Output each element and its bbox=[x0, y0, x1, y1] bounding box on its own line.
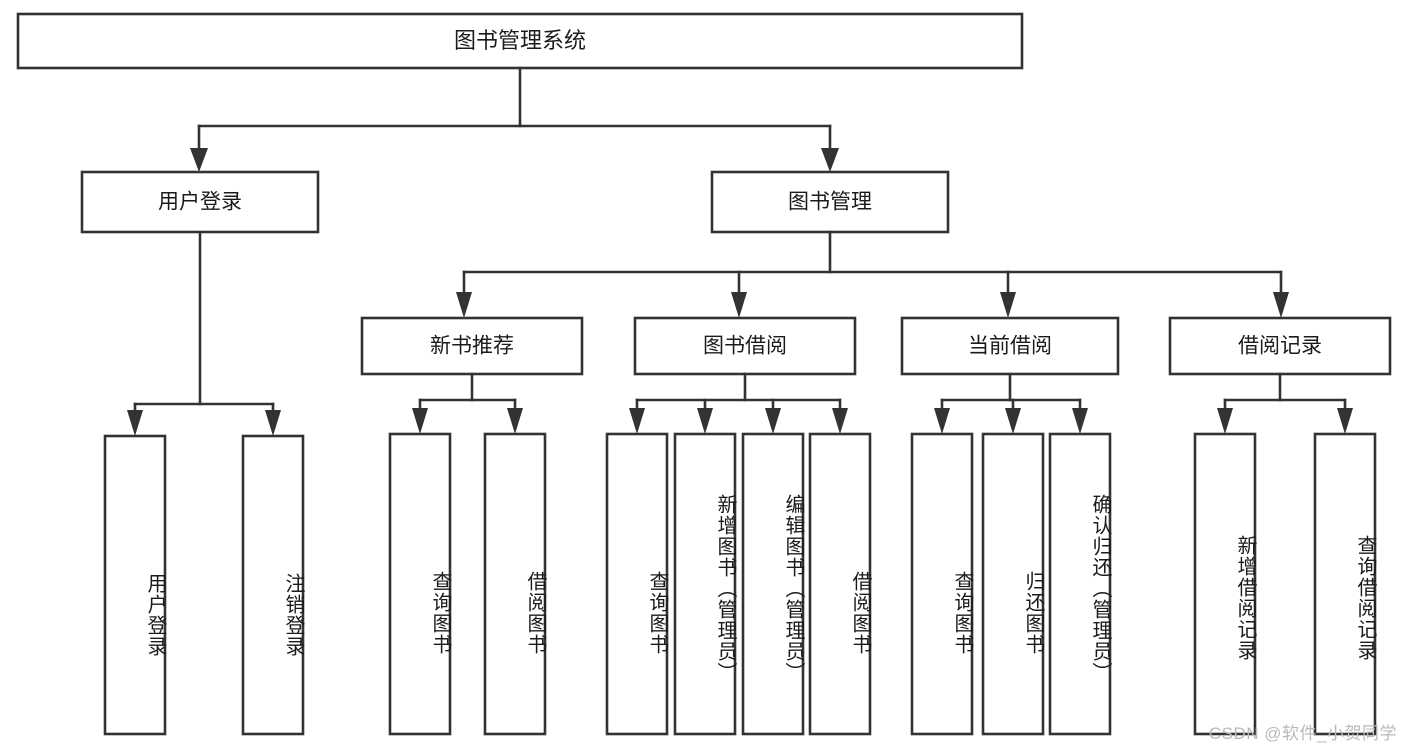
node-book-borrow[interactable]: 图书借阅 bbox=[633, 316, 857, 376]
node-new-book-recommend-box[interactable] bbox=[360, 316, 584, 376]
node-new-book-recommend-label: 新书推荐 bbox=[430, 335, 514, 358]
arrow-bb-leaf1 bbox=[629, 408, 645, 434]
node-book-borrow-box[interactable] bbox=[633, 316, 857, 376]
node-borrow-record[interactable]: 借阅记录 bbox=[1168, 316, 1392, 376]
node-root-label: 图书管理系统 bbox=[454, 28, 586, 53]
leaf-borrow-book-2-box[interactable] bbox=[808, 432, 872, 736]
arrow-cb-leaf2 bbox=[1005, 408, 1021, 434]
node-current-borrow[interactable]: 当前借阅 bbox=[900, 316, 1120, 376]
node-root-box[interactable] bbox=[16, 12, 1024, 70]
leaf-query-book-1-box[interactable] bbox=[388, 432, 452, 736]
node-book-borrow-label: 图书借阅 bbox=[703, 335, 787, 358]
node-new-book-recommend[interactable]: 新书推荐 bbox=[360, 316, 584, 376]
node-root[interactable]: 图书管理系统 bbox=[16, 12, 1024, 70]
leaf-add-book-box[interactable] bbox=[673, 432, 737, 736]
csdn-watermark: CSDN @软件_小贺同学 bbox=[1208, 724, 1397, 743]
arrow-br-leaf1 bbox=[1217, 408, 1233, 434]
node-user-login-label: 用户登录 bbox=[158, 191, 242, 214]
leaf-confirm-return-box[interactable] bbox=[1048, 432, 1112, 736]
node-book-manage[interactable]: 图书管理 bbox=[710, 170, 950, 234]
arrow-cb-leaf1 bbox=[934, 408, 950, 434]
arrow-root-to-book-manage bbox=[821, 148, 839, 172]
arrow-nbr-leaf2 bbox=[507, 408, 523, 434]
node-book-manage-label: 图书管理 bbox=[788, 191, 872, 214]
node-current-borrow-label: 当前借阅 bbox=[968, 335, 1052, 358]
node-current-borrow-box[interactable] bbox=[900, 316, 1120, 376]
node-borrow-record-box[interactable] bbox=[1168, 316, 1392, 376]
arrow-user-login-leaf1 bbox=[127, 410, 143, 436]
leaf-borrow-book-1-box[interactable] bbox=[483, 432, 547, 736]
leaf-query-book-2-box[interactable] bbox=[605, 432, 669, 736]
leaf-query-record-box[interactable] bbox=[1313, 432, 1377, 736]
leaf-query-book-3-box[interactable] bbox=[910, 432, 974, 736]
arrow-bb-leaf3 bbox=[765, 408, 781, 434]
arrow-to-current-borrow bbox=[1000, 292, 1016, 318]
leaf-add-record-box[interactable] bbox=[1193, 432, 1257, 736]
arrow-to-new-book-recommend bbox=[456, 292, 472, 318]
arrow-br-leaf2 bbox=[1337, 408, 1353, 434]
arrow-to-borrow-record bbox=[1273, 292, 1289, 318]
arrow-root-to-user-login bbox=[190, 148, 208, 172]
arrow-to-book-borrow bbox=[731, 292, 747, 318]
leaf-logout-login-box[interactable] bbox=[241, 434, 305, 736]
arrow-nbr-leaf1 bbox=[412, 408, 428, 434]
node-borrow-record-label: 借阅记录 bbox=[1238, 335, 1322, 358]
node-book-manage-box[interactable] bbox=[710, 170, 950, 234]
arrow-bb-leaf4 bbox=[832, 408, 848, 434]
arrow-bb-leaf2 bbox=[697, 408, 713, 434]
leaf-user-login-box[interactable] bbox=[103, 434, 167, 736]
arrow-cb-leaf3 bbox=[1072, 408, 1088, 434]
leaf-edit-book-box[interactable] bbox=[741, 432, 805, 736]
arrow-user-login-leaf2 bbox=[265, 410, 281, 436]
node-user-login[interactable]: 用户登录 bbox=[80, 170, 320, 234]
leaf-return-book-box[interactable] bbox=[981, 432, 1045, 736]
